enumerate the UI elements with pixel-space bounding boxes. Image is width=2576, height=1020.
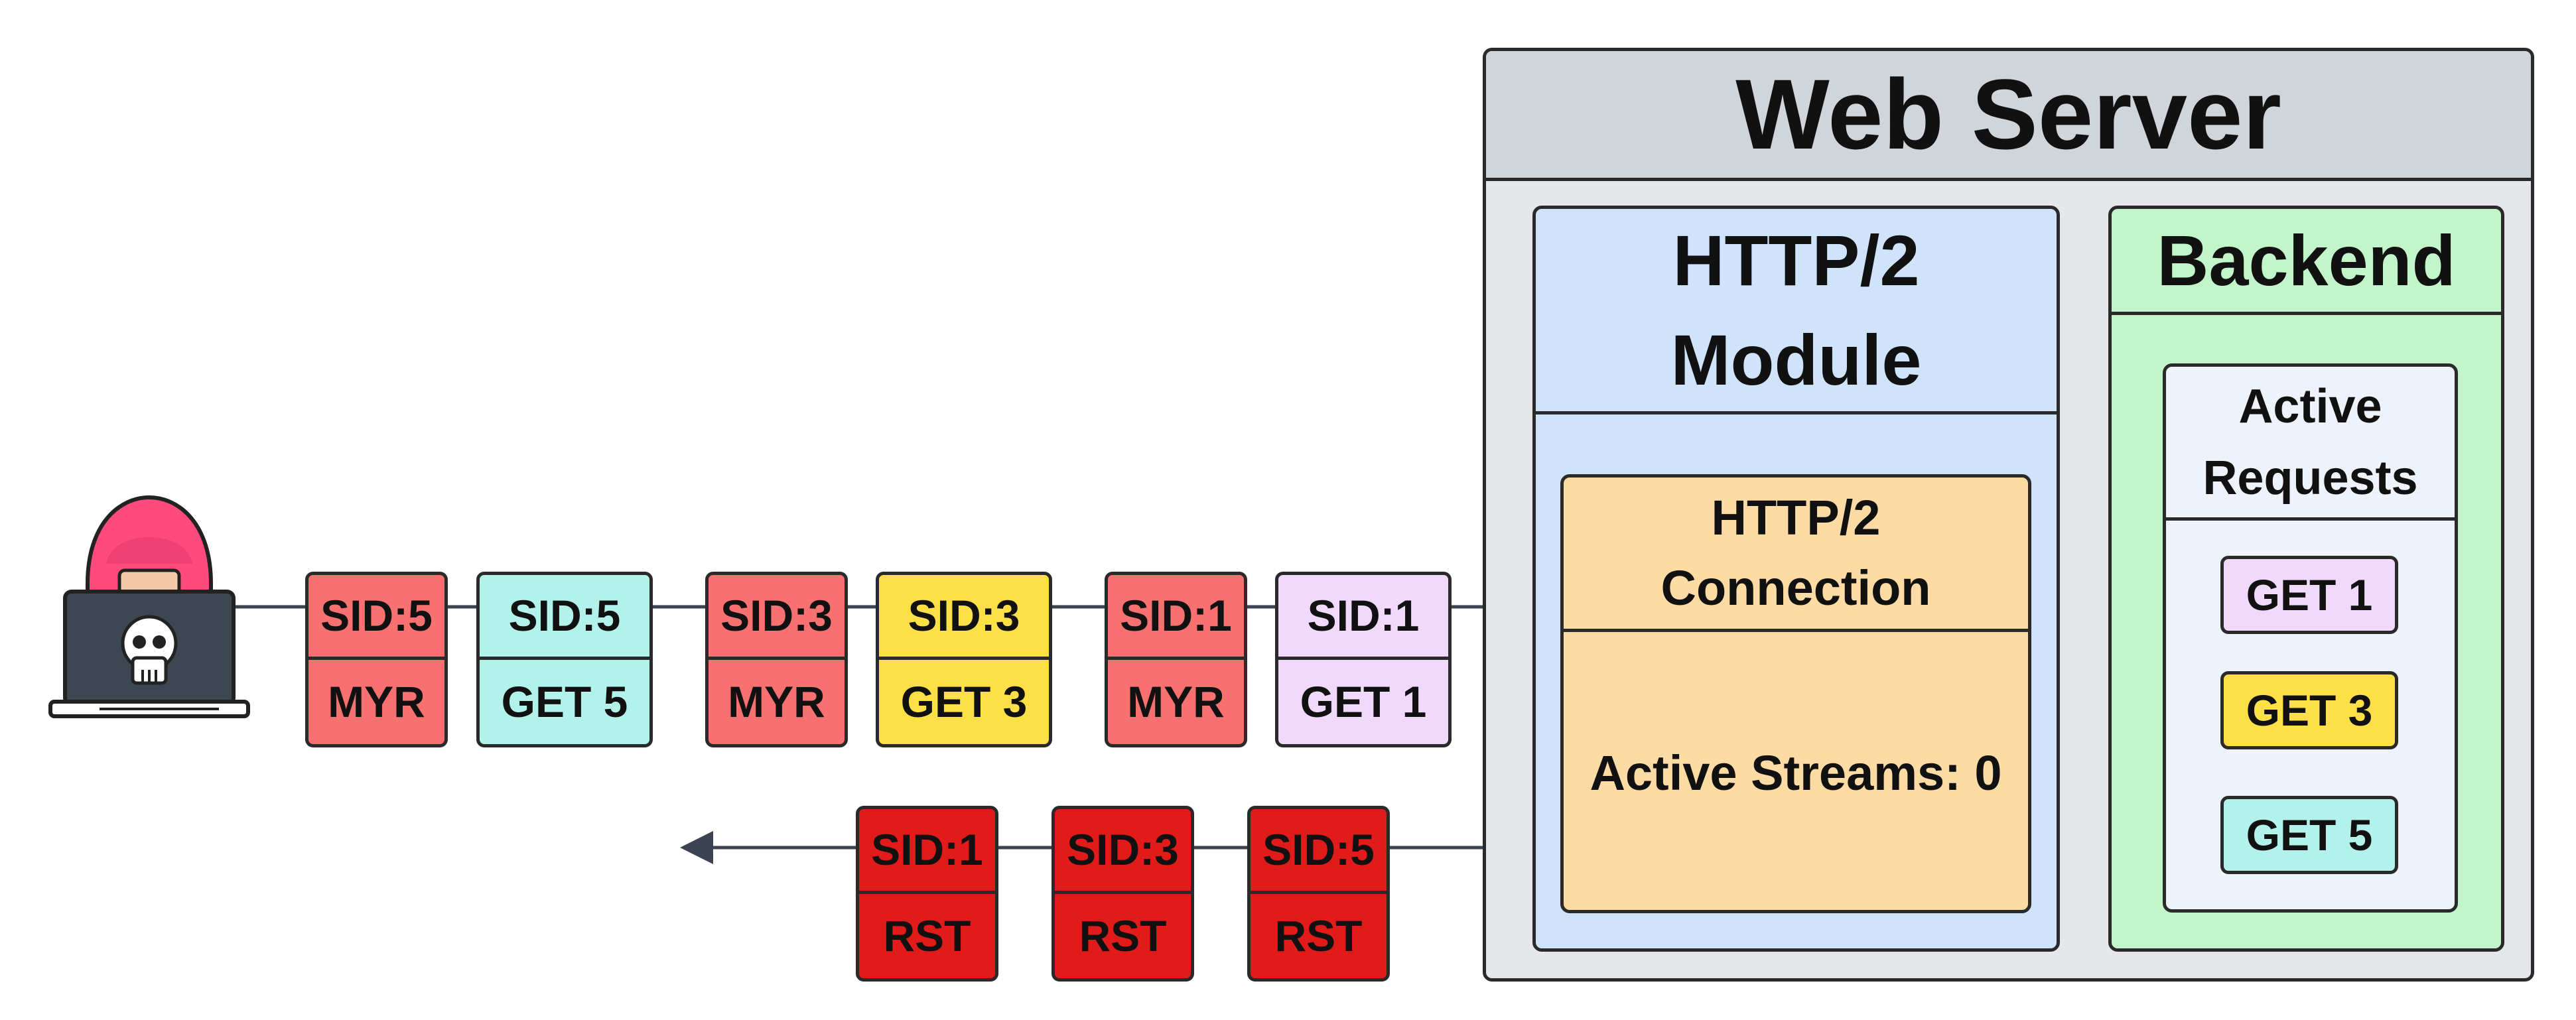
packet-frame-label: MYR xyxy=(328,677,425,727)
backend-title: Backend xyxy=(2112,209,2501,315)
active-request-get3: GET 3 xyxy=(2220,671,2398,749)
packet-sid1-myr: SID:1 MYR xyxy=(1105,572,1247,747)
packet-sid1-rst: SID:1 RST xyxy=(856,806,998,982)
packet-sid5-rst: SID:5 RST xyxy=(1247,806,1390,982)
packet-sid-label: SID:3 xyxy=(1055,809,1191,894)
http2-connection-title-line2: Connection xyxy=(1661,560,1931,615)
active-streams-count: Active Streams: 0 xyxy=(1590,745,2002,800)
packet-sid-label: SID:5 xyxy=(1251,809,1387,894)
active-request-get1: GET 1 xyxy=(2220,556,2398,634)
active-requests-title: Active Requests xyxy=(2166,367,2455,521)
web-server-title: Web Server xyxy=(1486,51,2531,181)
packet-frame-label: MYR xyxy=(1127,677,1225,727)
packet-frame-label: RST xyxy=(883,911,971,961)
http2-connection-title-line1: HTTP/2 xyxy=(1711,490,1881,545)
packet-sid3-myr: SID:3 MYR xyxy=(705,572,848,747)
packet-frame-label: MYR xyxy=(728,677,825,727)
packet-frame-label: GET 1 xyxy=(1300,677,1427,727)
http2-connection: HTTP/2 Connection Active Streams: 0 xyxy=(1560,474,2031,913)
packet-sid1-get1: SID:1 GET 1 xyxy=(1275,572,1452,747)
packet-sid-label: SID:5 xyxy=(480,575,649,660)
packet-sid-label: SID:3 xyxy=(709,575,845,660)
packet-sid-label: SID:1 xyxy=(859,809,995,894)
http2-connection-title: HTTP/2 Connection xyxy=(1564,478,2028,632)
active-requests-title-line2: Requests xyxy=(2203,451,2418,505)
packet-sid-label: SID:5 xyxy=(308,575,444,660)
packet-frame-label: RST xyxy=(1274,911,1363,961)
packet-sid-label: SID:3 xyxy=(879,575,1049,660)
active-requests-title-line1: Active xyxy=(2238,379,2382,433)
attacker-icon xyxy=(46,484,252,723)
packet-sid5-get5: SID:5 GET 5 xyxy=(476,572,653,747)
packet-sid3-rst: SID:3 RST xyxy=(1051,806,1194,982)
http2-module-title: HTTP/2 Module xyxy=(1536,209,2057,414)
packet-sid-label: SID:1 xyxy=(1278,575,1448,660)
active-request-get5: GET 5 xyxy=(2220,796,2398,874)
packet-frame-label: GET 5 xyxy=(501,677,628,727)
packet-sid3-get3: SID:3 GET 3 xyxy=(876,572,1052,747)
packet-frame-label: GET 3 xyxy=(900,677,1028,727)
packet-sid5-myr: SID:5 MYR xyxy=(305,572,448,747)
packet-sid-label: SID:1 xyxy=(1108,575,1244,660)
http2-module-title-line2: Module xyxy=(1670,319,1922,400)
http2-module-title-line1: HTTP/2 xyxy=(1672,220,1920,300)
packet-frame-label: RST xyxy=(1079,911,1167,961)
